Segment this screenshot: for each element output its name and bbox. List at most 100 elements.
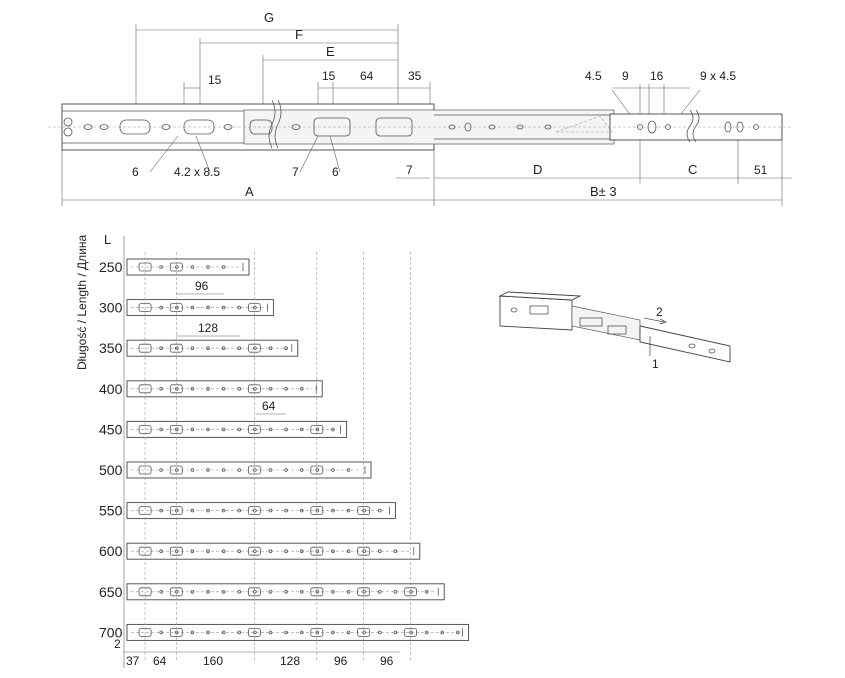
rail-hole	[206, 427, 210, 432]
rail-hole	[190, 589, 195, 594]
length-header-L: L	[104, 232, 111, 247]
rail-hole	[393, 589, 398, 594]
length-row: 250	[99, 258, 250, 276]
rail-hole	[174, 508, 179, 513]
rail-hole	[221, 265, 226, 269]
dim-4-5-label: 4.5	[585, 69, 602, 83]
length-row: 350	[99, 339, 299, 357]
rail-hole	[268, 508, 273, 513]
rail-hole	[284, 630, 288, 635]
rail-hole	[221, 508, 226, 513]
rail-hole	[174, 427, 179, 432]
length-row: 300	[99, 299, 274, 317]
rail-hole	[268, 346, 273, 351]
rail-hole	[315, 468, 320, 472]
rail-hole	[253, 346, 257, 351]
dim-6-right-label: 6	[332, 165, 339, 179]
rail-hole	[159, 265, 163, 269]
rail-hole	[409, 589, 413, 594]
rail-outline	[126, 299, 274, 317]
rail-hole	[268, 427, 273, 432]
length-value: 300	[99, 300, 123, 316]
rail-hole	[315, 427, 320, 432]
rail-hole	[206, 386, 210, 391]
rail-hole	[159, 549, 163, 553]
dim-35-label: 35	[408, 69, 422, 83]
rail-hole	[268, 549, 273, 553]
step-64-label: 64	[262, 399, 276, 413]
rail-hole	[237, 386, 242, 391]
rail-hole	[206, 549, 210, 553]
bottom-label-96b: 96	[380, 654, 394, 668]
rail-hole	[253, 549, 257, 553]
length-row: 500	[99, 461, 372, 479]
rail-hole	[190, 468, 195, 472]
rail-hole	[190, 305, 195, 310]
rail-hole	[268, 630, 273, 635]
rail-hole	[315, 549, 320, 553]
bottom-dimensions: 6 4.2 x 8.5 7 6 7 D C 51 A B± 3	[61, 135, 792, 206]
bottom-label-64: 64	[153, 654, 167, 668]
rail-hole	[346, 508, 351, 513]
rail-hole	[190, 265, 195, 269]
rail-hole	[377, 508, 382, 513]
rail-hole	[284, 386, 288, 391]
length-value: 600	[99, 543, 123, 559]
rail-hole	[159, 508, 163, 513]
rail-hole	[284, 549, 288, 553]
dim-F-label: F	[295, 27, 303, 42]
length-value: 650	[99, 584, 123, 600]
rail-hole	[315, 630, 320, 635]
top-dimensions: G F E 15 15 64 35 4.5 9 16 9 x 4.5	[135, 10, 736, 125]
length-row: 600	[99, 542, 421, 560]
dim-C-label: C	[688, 162, 697, 177]
rail-hole	[409, 630, 413, 635]
rail-hole	[159, 427, 163, 432]
rail-hole	[221, 468, 226, 472]
rail-hole	[299, 549, 304, 553]
rail-hole	[159, 589, 163, 594]
dim-9x4-5-label: 9 x 4.5	[700, 69, 736, 83]
dim-E-label: E	[326, 44, 335, 59]
rail-hole	[206, 468, 210, 472]
length-value: 500	[99, 462, 123, 478]
rail-hole	[221, 589, 226, 594]
length-value: 700	[99, 624, 123, 640]
length-value: 350	[99, 340, 123, 356]
rail-hole	[190, 346, 195, 351]
rail-hole	[362, 630, 366, 635]
rail-hole	[362, 508, 366, 513]
rail-hole	[299, 508, 304, 513]
rail-hole	[237, 549, 242, 553]
rail-hole	[159, 468, 163, 472]
rail-hole	[206, 346, 210, 351]
rail-hole	[331, 427, 335, 432]
rail-hole	[221, 386, 226, 391]
rail-hole	[237, 589, 242, 594]
rail-hole	[346, 468, 351, 472]
dim-6-left-label: 6	[132, 165, 139, 179]
step-96-label: 96	[195, 279, 209, 293]
rail-hole	[237, 630, 242, 635]
bottom-label-128: 128	[280, 654, 300, 668]
rail-hole	[221, 427, 226, 432]
length-row: 650	[99, 583, 445, 601]
rail-hole	[284, 427, 288, 432]
rail-hole	[424, 589, 429, 594]
rail-hole	[284, 346, 288, 351]
rail-hole	[299, 386, 304, 391]
rail-hole	[331, 468, 335, 472]
bottom-label-160: 160	[203, 654, 223, 668]
rail-hole	[268, 468, 273, 472]
rail-hole	[253, 427, 257, 432]
rail-hole	[440, 630, 445, 635]
rail-hole	[174, 630, 179, 635]
bottom-label-96a: 96	[334, 654, 348, 668]
rail-hole	[393, 630, 398, 635]
rail-hole	[159, 346, 163, 351]
bottom-label-2: 2	[114, 637, 121, 651]
length-row: 400	[99, 380, 323, 398]
length-row: 700	[99, 623, 470, 641]
rail-hole	[237, 305, 242, 310]
rail-hole	[190, 549, 195, 553]
